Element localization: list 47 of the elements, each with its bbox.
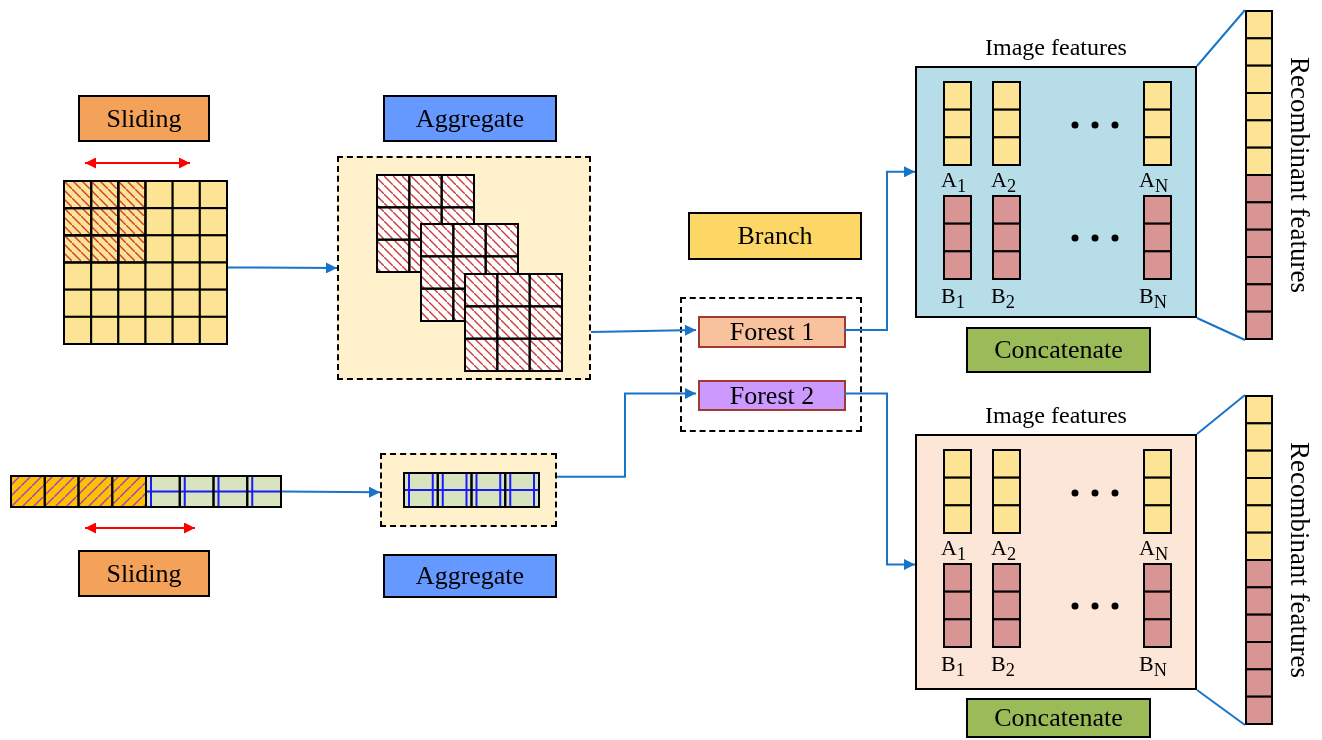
step-box (688, 212, 862, 260)
forest-box (698, 380, 846, 411)
panel-heading: Image features (984, 401, 1128, 430)
vector-label: B$_{2}$ (991, 652, 1015, 683)
arrow (281, 486, 381, 498)
connector-line (1196, 9, 1246, 67)
step-box (383, 554, 557, 598)
arrow (843, 392, 916, 571)
vector-label: A$_{1}$ (941, 168, 967, 199)
step-label: Sliding (106, 103, 182, 134)
vector-label: B$_{1}$ (941, 652, 965, 683)
arrow (556, 388, 697, 478)
arrow (590, 324, 697, 336)
dashed-group (680, 297, 862, 432)
panel-heading: Image features (984, 33, 1128, 62)
step-box (966, 698, 1151, 738)
connector-line (1196, 394, 1246, 435)
vector-label: A$_{2}$ (991, 536, 1017, 567)
vector-label: B$_{N}$ (1139, 652, 1167, 683)
step-label: Concatenate (994, 703, 1123, 733)
step-box (383, 95, 557, 142)
forest-box (698, 316, 846, 348)
vertical-label: Recombinant features (1285, 55, 1315, 296)
dashed-region (380, 453, 557, 527)
step-label: Aggregate (415, 103, 525, 134)
step-box (966, 327, 1151, 373)
vector-label: A$_{N}$ (1139, 536, 1169, 567)
vector-label: A$_{N}$ (1139, 168, 1169, 199)
vector-label: A$_{2}$ (991, 168, 1017, 199)
arrow (843, 166, 916, 331)
step-box (78, 95, 210, 142)
step-label: Aggregate (415, 561, 525, 591)
connector-line (1196, 317, 1246, 341)
step-box (78, 550, 210, 597)
step-label: Concatenate (994, 335, 1123, 365)
step-label: Branch (737, 221, 813, 251)
step-label: Forest 2 (729, 380, 815, 411)
dashed-region (337, 156, 591, 380)
connector-line (1196, 689, 1246, 726)
step-label: Forest 1 (729, 317, 815, 347)
vector-label: B$_{2}$ (991, 284, 1015, 315)
step-label: Sliding (106, 558, 182, 589)
vector-label: A$_{1}$ (941, 536, 967, 567)
arrow (227, 262, 338, 274)
vector-label: B$_{N}$ (1139, 284, 1167, 315)
vector-label: B$_{1}$ (941, 284, 965, 315)
vertical-label: Recombinant features (1285, 440, 1315, 681)
